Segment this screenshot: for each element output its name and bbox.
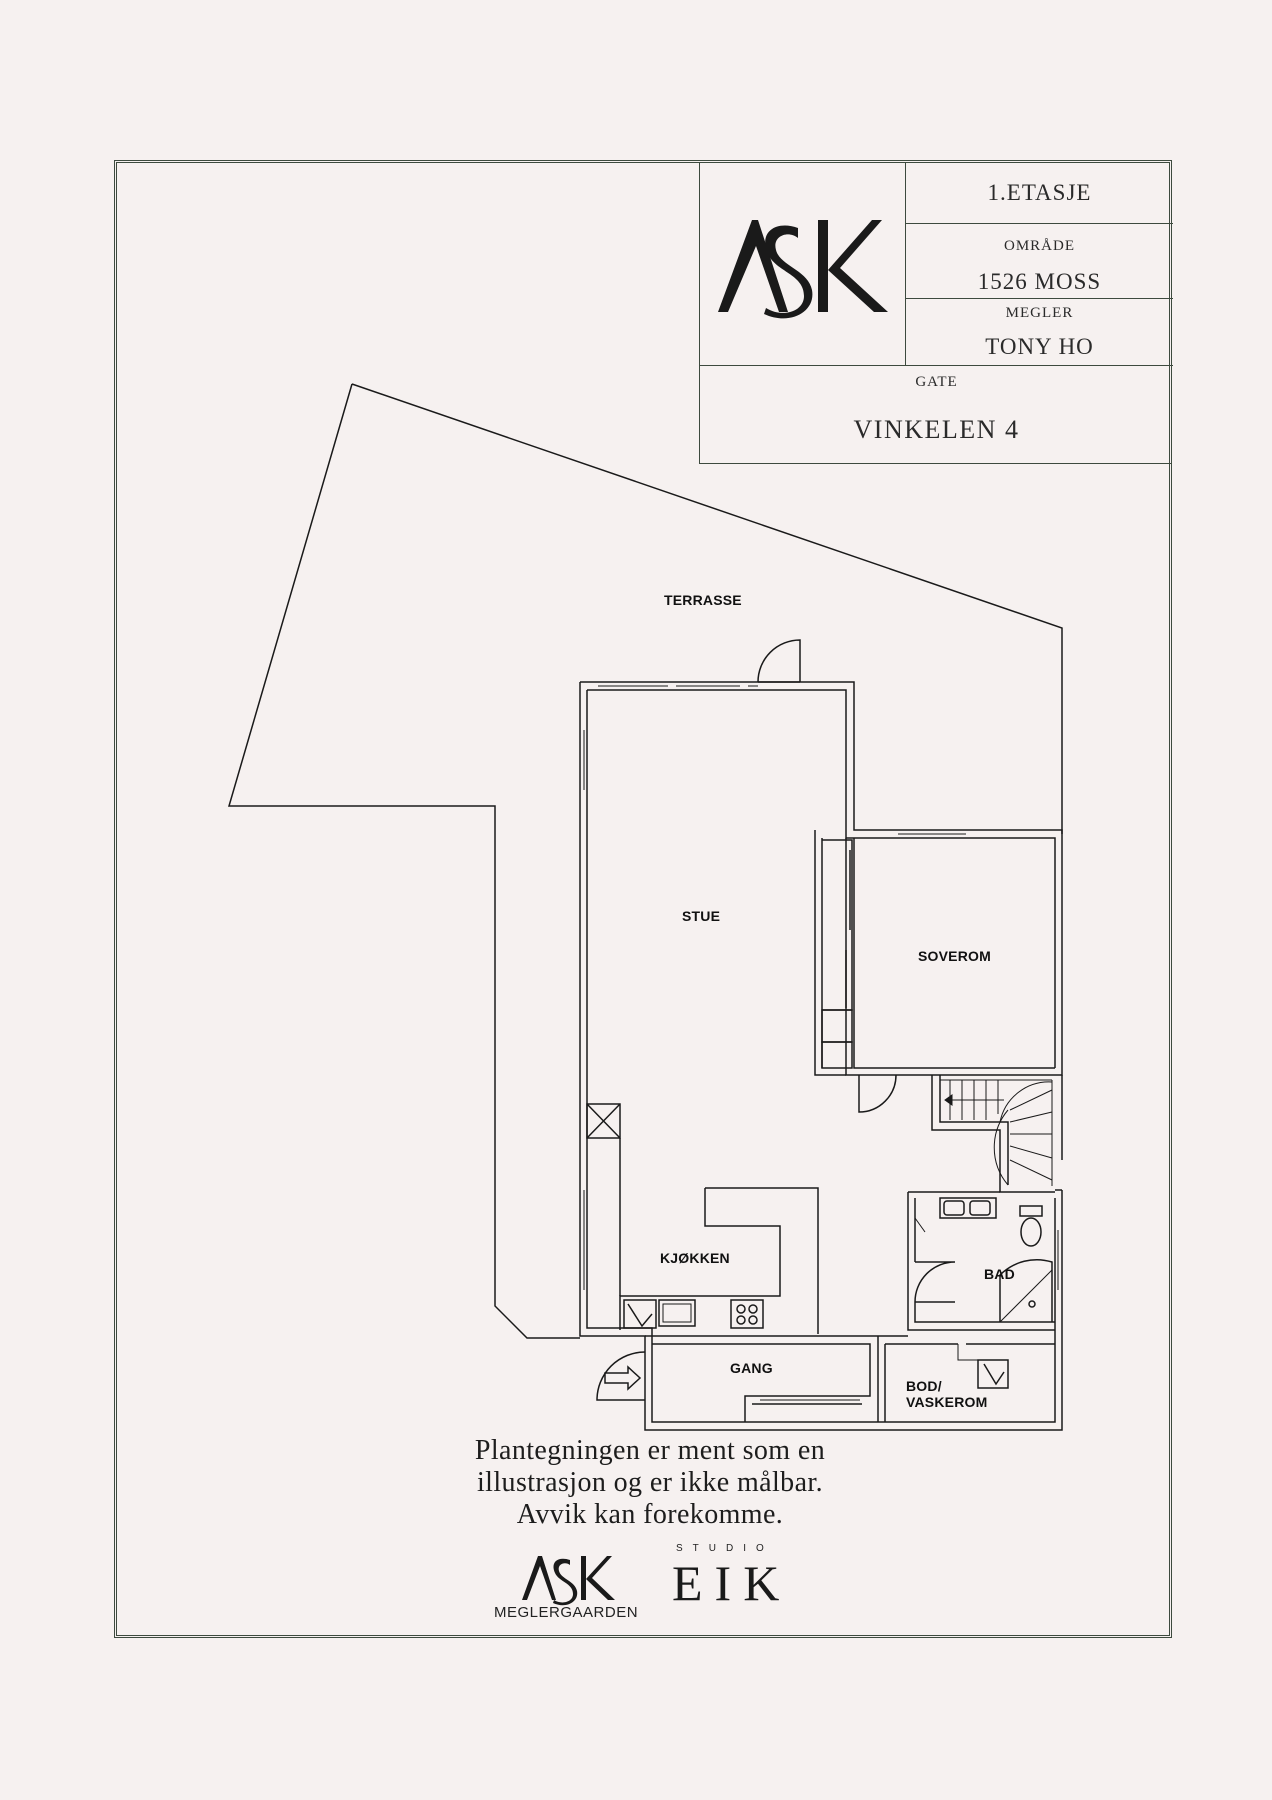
soverom-door (858, 1074, 897, 1113)
street-cell: GATE VINKELEN 4 (700, 366, 1173, 445)
eik-logo: EIK (672, 1555, 792, 1611)
floor-value: 1.ETASJE (987, 180, 1092, 205)
agent-value: TONY HO (985, 334, 1094, 359)
studio-label: STUDIO (676, 1543, 774, 1554)
room-label-bad: BAD (984, 1266, 1015, 1282)
street-label: GATE (915, 374, 958, 390)
room-label-bod: BOD/ VASKEROM (906, 1378, 987, 1410)
kitchen-fixtures (586, 1103, 819, 1334)
disclaimer-line3: Avvik kan forekomme. (516, 1499, 784, 1530)
bod-walls (877, 1335, 1055, 1422)
drawing-frame (114, 160, 1172, 1638)
disclaimer-line1: Plantegningen er ment som en (474, 1435, 826, 1466)
disclaimer: Plantegningen er ment som en illustrasjo… (380, 1435, 920, 1531)
terrace-door (757, 639, 801, 683)
room-label-gang: GANG (730, 1360, 773, 1376)
disclaimer-line2: illustrasjon og er ikke målbar. (477, 1467, 823, 1498)
room-label-bod-line2: VASKEROM (906, 1394, 988, 1410)
room-label-kjokken: KJØKKEN (660, 1250, 730, 1266)
stue-windows (583, 685, 966, 1290)
title-block-logo-cell (700, 162, 906, 366)
exterior-walls (579, 681, 1063, 1431)
gang-walls (645, 1335, 878, 1422)
entrance-arrow-icon (604, 1365, 642, 1391)
area-label: OMRÅDE (1003, 238, 1075, 254)
bad-walls (907, 1191, 1059, 1331)
stairs (940, 1079, 1053, 1186)
bad-door (914, 1261, 956, 1303)
room-label-terrasse: TERRASSE (664, 592, 742, 608)
terrace-outline-left (228, 383, 580, 1339)
soverom-walls (814, 830, 1055, 1076)
room-label-bod-line1: BOD/ (906, 1378, 942, 1394)
agent-label: MEGLER (1005, 305, 1074, 321)
ask-logo (718, 220, 888, 319)
corridor-walls (931, 1075, 1055, 1193)
entrance-door (596, 1351, 646, 1401)
ask-footer-sub: MEGLERGAARDEN (494, 1604, 639, 1621)
ask-footer-logo (522, 1556, 615, 1606)
area-cell: OMRÅDE 1526 MOSS (906, 224, 1173, 299)
floor-cell: 1.ETASJE (906, 162, 1173, 224)
agent-cell: MEGLER TONY HO (906, 299, 1173, 366)
title-block: 1.ETASJE OMRÅDE 1526 MOSS MEGLER TONY HO… (699, 162, 1173, 464)
area-value: 1526 MOSS (977, 269, 1102, 294)
room-label-stue: STUE (682, 908, 721, 924)
room-label-soverom: SOVEROM (918, 948, 991, 964)
terrace-outline-top (351, 383, 1063, 834)
street-value: VINKELEN 4 (853, 415, 1020, 444)
